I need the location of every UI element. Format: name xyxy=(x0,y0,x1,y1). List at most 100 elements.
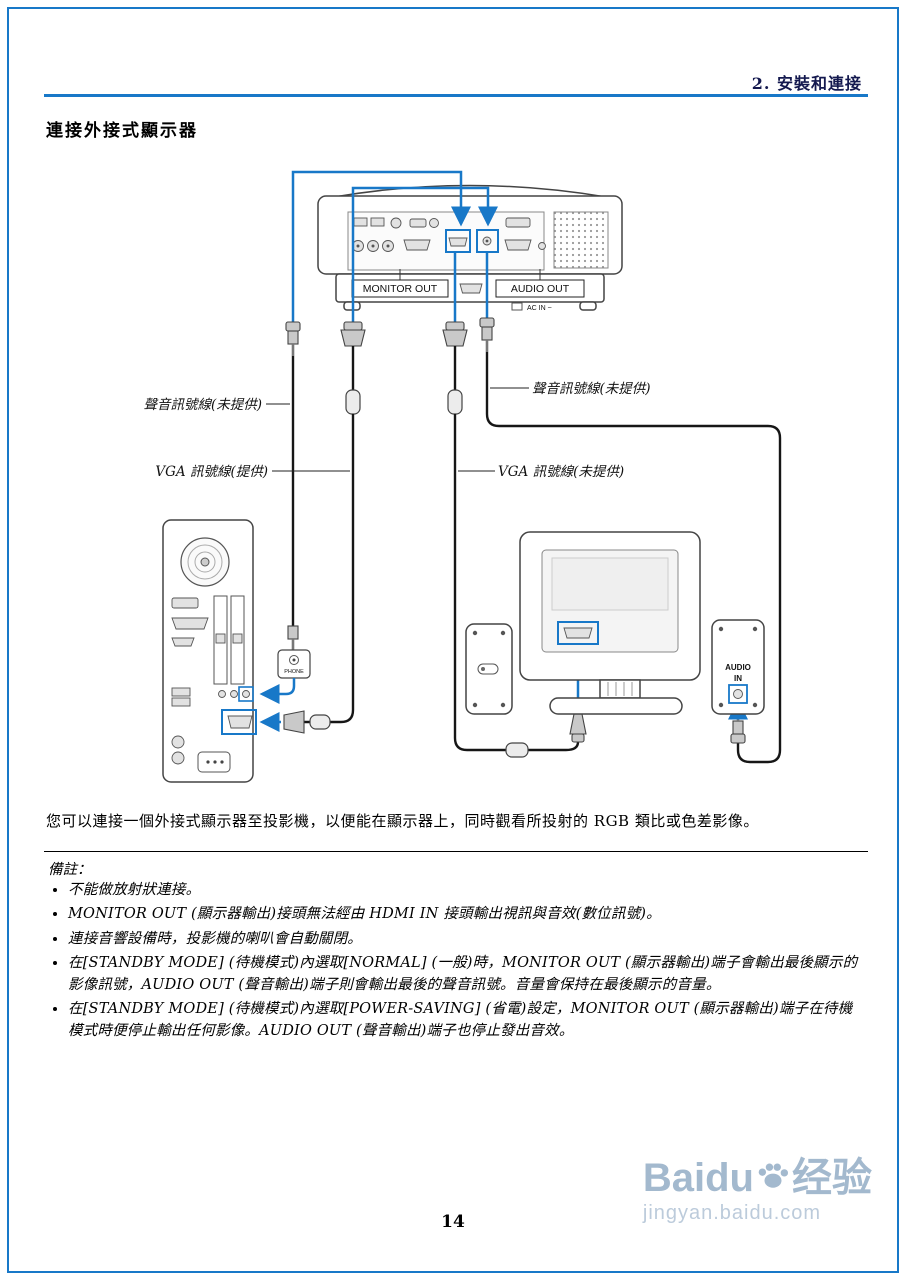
note-item: 在[STANDBY MODE] (待機模式)內選取[NORMAL] (一般)時，… xyxy=(68,953,864,996)
audio-out-label-box xyxy=(495,279,585,298)
hdmi-port xyxy=(505,217,531,228)
phone-jack-highlight xyxy=(238,686,254,702)
audio-loop-cable xyxy=(291,170,471,322)
audio-out-label: AUDIO OUT xyxy=(511,283,570,295)
audio-in-label-line2: IN xyxy=(734,674,742,683)
rca-pin xyxy=(356,244,360,248)
audio-plug-body xyxy=(732,720,744,735)
screw xyxy=(500,630,506,636)
ethernet-port xyxy=(215,633,226,644)
vga-connector-cap xyxy=(445,321,465,331)
computer-vga-port xyxy=(227,715,253,729)
ac-inlet-icon xyxy=(511,302,523,311)
left-vga-cable xyxy=(259,321,366,734)
monitor-out-port xyxy=(448,237,468,247)
audio-plug-body xyxy=(287,330,299,345)
monitor-vga-highlight xyxy=(557,621,599,645)
connection-diagram: MONITOR OUT AUDIO OUT AC IN ~ xyxy=(0,150,906,810)
audio-plug-cap xyxy=(730,733,746,744)
power-pin xyxy=(220,760,224,764)
monitor-out-label: MONITOR OUT xyxy=(363,283,438,295)
audio-cable-run xyxy=(485,352,782,764)
audio-cable-left-label: 聲音訊號線(未提供) xyxy=(143,397,262,413)
baidu-wordmark: Baidu xyxy=(642,1156,754,1200)
fan-ring xyxy=(194,551,216,573)
audio-out-pin xyxy=(485,239,489,243)
audio-in-jack xyxy=(733,689,743,699)
computer-in-highlight xyxy=(445,229,471,253)
computer-tower xyxy=(162,519,257,783)
monitor-vga-port xyxy=(563,627,593,639)
usb-port xyxy=(370,217,385,227)
fan-hub xyxy=(200,557,210,567)
audio-jack xyxy=(230,690,238,698)
usb-port xyxy=(171,697,191,707)
screw xyxy=(718,626,724,632)
watermark-url: jingyan.baidu.com xyxy=(642,1202,822,1224)
mount-slot xyxy=(477,663,499,675)
power-pin xyxy=(213,760,217,764)
rca-pin xyxy=(386,244,390,248)
screw xyxy=(752,626,758,632)
audio-in-panel xyxy=(711,619,765,715)
usb-port xyxy=(171,687,191,697)
monitor-back-bulge xyxy=(551,557,669,611)
note-title: 備註： xyxy=(48,862,92,878)
jack-port xyxy=(538,242,546,250)
audio-plug-body xyxy=(287,625,299,640)
computer-vga-highlight xyxy=(221,709,257,735)
dsub-port xyxy=(504,239,532,251)
vga-cable-run xyxy=(304,414,355,724)
ethernet-port xyxy=(232,633,243,644)
ps2-port xyxy=(171,735,185,749)
screw xyxy=(500,702,506,708)
vga-connector-cap xyxy=(571,733,585,743)
phone-jack-pin xyxy=(292,658,296,662)
screw xyxy=(472,702,478,708)
baidu-jingyan-watermark: Baidu 经验 jingyan.baidu.com xyxy=(643,1156,872,1225)
dsub-port xyxy=(403,239,431,251)
din-port xyxy=(390,217,402,229)
usb-port xyxy=(353,217,368,227)
ferrite-bead xyxy=(447,389,463,415)
note-item: 在[STANDBY MODE] (待機模式)內選取[POWER-SAVING] … xyxy=(68,999,864,1042)
phone-label: PHONE xyxy=(284,669,304,675)
vga-loop-cable xyxy=(351,186,498,322)
watermark-brand: Baidu 经验 xyxy=(643,1156,872,1200)
monitor-stand-neck xyxy=(599,679,641,699)
audio-jack xyxy=(218,690,226,698)
header-rule xyxy=(44,94,868,97)
note-item: 連接音響設備時，投影機的喇叭會自動關閉。 xyxy=(68,929,864,950)
phone-arrow xyxy=(259,678,296,704)
dvi-port xyxy=(171,597,199,609)
ferrite-bead xyxy=(345,389,361,415)
parallel-port xyxy=(171,617,209,630)
audio-plug-body xyxy=(481,326,493,341)
screw xyxy=(718,702,724,708)
vga-connector xyxy=(340,329,366,347)
audio-cable-right-label: 聲音訊號線(未提供) xyxy=(532,381,651,397)
section-title: 連接外接式顯示器 xyxy=(46,121,198,141)
speaker-grille xyxy=(553,211,609,269)
vga-cable-right-label: VGA 訊號線(未提供) xyxy=(498,464,624,480)
serial-port xyxy=(171,637,195,647)
vga-connector xyxy=(283,710,305,734)
jack-port xyxy=(429,218,439,228)
external-monitor: AUDIO IN xyxy=(465,531,765,715)
audio-plug-cap xyxy=(285,321,301,332)
right-vga-cable xyxy=(442,321,588,758)
fan-ring xyxy=(187,544,223,580)
vga-connector xyxy=(569,713,587,735)
screw xyxy=(472,630,478,636)
audio-in-highlight xyxy=(728,684,748,704)
vga-cable-left-label: VGA 訊號線(提供) xyxy=(155,464,268,480)
port xyxy=(409,218,427,228)
dsub-icon xyxy=(459,283,483,294)
blue-cable-routes xyxy=(291,170,498,322)
note-item: 不能做放射狀連接。 xyxy=(68,880,864,901)
page-number: 14 xyxy=(441,1212,465,1232)
mount-hole xyxy=(481,667,485,671)
audio-jack xyxy=(242,690,250,698)
ps2-port xyxy=(171,751,185,765)
